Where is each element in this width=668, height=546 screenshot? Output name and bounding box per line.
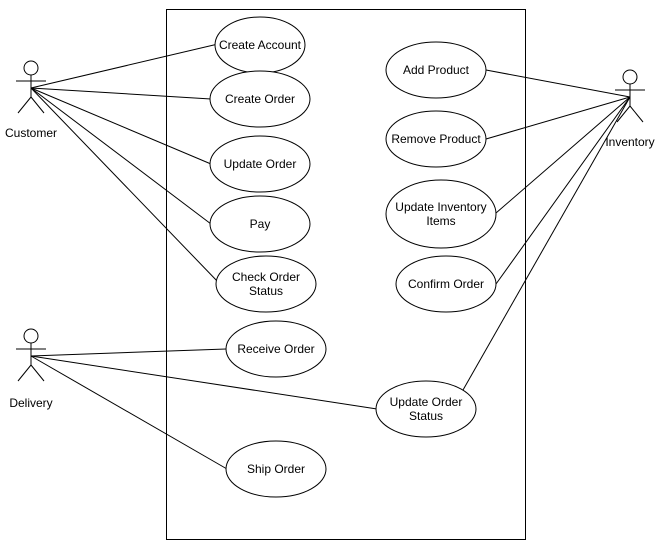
use-case-ellipse	[395, 255, 497, 313]
actor-left-leg	[17, 364, 32, 382]
actor-right-leg	[30, 364, 45, 382]
use-case-label: Pay	[250, 217, 271, 231]
association-customer-create-account	[30, 43, 219, 89]
association-delivery-update-order-status	[30, 355, 378, 410]
association-customer-create-order	[30, 87, 212, 100]
use-case-label: Create Order	[225, 92, 295, 106]
actor-right-leg	[30, 96, 45, 114]
use-case-label: Update Order	[224, 157, 297, 171]
actor-inventory[interactable]: Inventory	[605, 69, 655, 149]
use-case-ship-order[interactable]: Ship Order	[225, 440, 327, 498]
use-case-update-order[interactable]: Update Order	[209, 135, 311, 193]
use-case-label: Ship Order	[247, 462, 305, 476]
association-inventory-update-order-status	[462, 96, 631, 391]
use-case-label: Status	[409, 409, 443, 423]
use-case-label: Update Order	[390, 395, 463, 409]
actor-head-icon	[23, 328, 39, 344]
actor-label: Customer	[5, 126, 57, 140]
actor-customer[interactable]: Customer	[5, 60, 57, 140]
use-case-ellipse	[385, 41, 487, 99]
association-customer-update-order	[30, 87, 212, 165]
actor-label: Inventory	[605, 135, 654, 149]
use-case-ellipse	[385, 179, 497, 249]
use-case-ellipse	[225, 440, 327, 498]
use-case-label: Check Order	[232, 270, 300, 284]
actor-left-leg	[17, 96, 32, 114]
use-case-label: Status	[249, 284, 283, 298]
association-inventory-add-product	[485, 69, 631, 98]
actor-right-leg	[629, 105, 644, 123]
use-case-label: Items	[426, 214, 455, 228]
association-customer-check-order-status	[30, 87, 220, 284]
use-case-label: Confirm Order	[408, 277, 484, 291]
use-case-ellipse	[375, 380, 477, 438]
actor-left-leg	[616, 105, 631, 123]
actor-head-icon	[622, 69, 638, 85]
use-case-label: Receive Order	[237, 342, 314, 356]
use-case-ellipse	[209, 135, 311, 193]
actor-head-icon	[23, 60, 39, 76]
use-case-remove-product[interactable]: Remove Product	[385, 110, 487, 168]
use-case-ellipse	[225, 320, 327, 378]
actor-delivery[interactable]: Delivery	[9, 328, 53, 410]
association-lines	[30, 43, 631, 470]
use-case-ellipse	[385, 110, 487, 168]
association-customer-pay	[30, 87, 212, 225]
use-case-add-product[interactable]: Add Product	[385, 41, 487, 99]
use-case-ellipse	[215, 255, 317, 313]
use-case-pay[interactable]: Pay	[209, 195, 311, 253]
use-case-label: Add Product	[403, 63, 470, 77]
use-case-label: Remove Product	[391, 132, 481, 146]
use-case-ellipse	[209, 195, 311, 253]
association-inventory-remove-product	[485, 96, 631, 140]
use-case-ellipse	[209, 70, 311, 128]
association-delivery-ship-order	[30, 355, 228, 470]
association-delivery-receive-order	[30, 348, 227, 357]
system-boundary	[166, 9, 526, 540]
use-case-create-order[interactable]: Create Order	[209, 70, 311, 128]
use-case-label: Create Account	[219, 38, 302, 52]
association-inventory-update-inventory-items	[495, 96, 631, 214]
use-case-create-account[interactable]: Create Account	[214, 16, 306, 74]
association-inventory-confirm-order	[495, 96, 631, 285]
use-case-label: Update Inventory	[395, 200, 486, 214]
use-case-confirm-order[interactable]: Confirm Order	[395, 255, 497, 313]
actor-label: Delivery	[9, 396, 52, 410]
use-case-receive-order[interactable]: Receive Order	[225, 320, 327, 378]
